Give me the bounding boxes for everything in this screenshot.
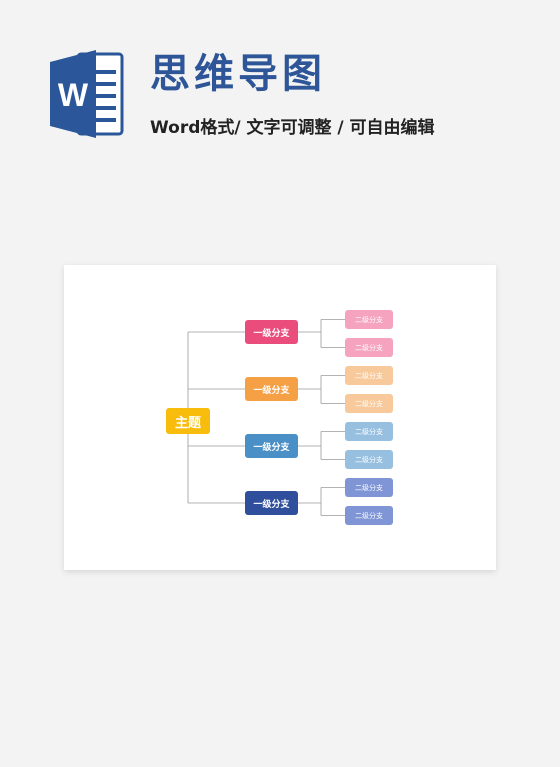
- level2-node[interactable]: 二级分支: [345, 394, 393, 413]
- level1-node[interactable]: 一级分支: [245, 320, 298, 344]
- level1-node[interactable]: 一级分支: [245, 377, 298, 401]
- level2-node[interactable]: 二级分支: [345, 366, 393, 385]
- level2-node[interactable]: 二级分支: [345, 338, 393, 357]
- page-title: 思维导图: [150, 51, 326, 97]
- level2-node[interactable]: 二级分支: [345, 478, 393, 497]
- root-node[interactable]: 主题: [166, 408, 210, 434]
- level2-node[interactable]: 二级分支: [345, 422, 393, 441]
- level2-node[interactable]: 二级分支: [345, 310, 393, 329]
- level1-node[interactable]: 一级分支: [245, 434, 298, 458]
- connector-lines: [187, 319, 345, 516]
- level2-node[interactable]: 二级分支: [345, 450, 393, 469]
- level2-node[interactable]: 二级分支: [345, 506, 393, 525]
- level1-node[interactable]: 一级分支: [245, 491, 298, 515]
- word-logo-icon: W: [50, 50, 124, 138]
- mindmap-card: 主题 一级分支 一级分支 一级分支 一级分支 二级分支 二级分支 二级分支 二级…: [64, 265, 496, 570]
- logo-letter: W: [58, 77, 89, 113]
- page-subtitle: Word格式/ 文字可调整 / 可自由编辑: [150, 118, 435, 138]
